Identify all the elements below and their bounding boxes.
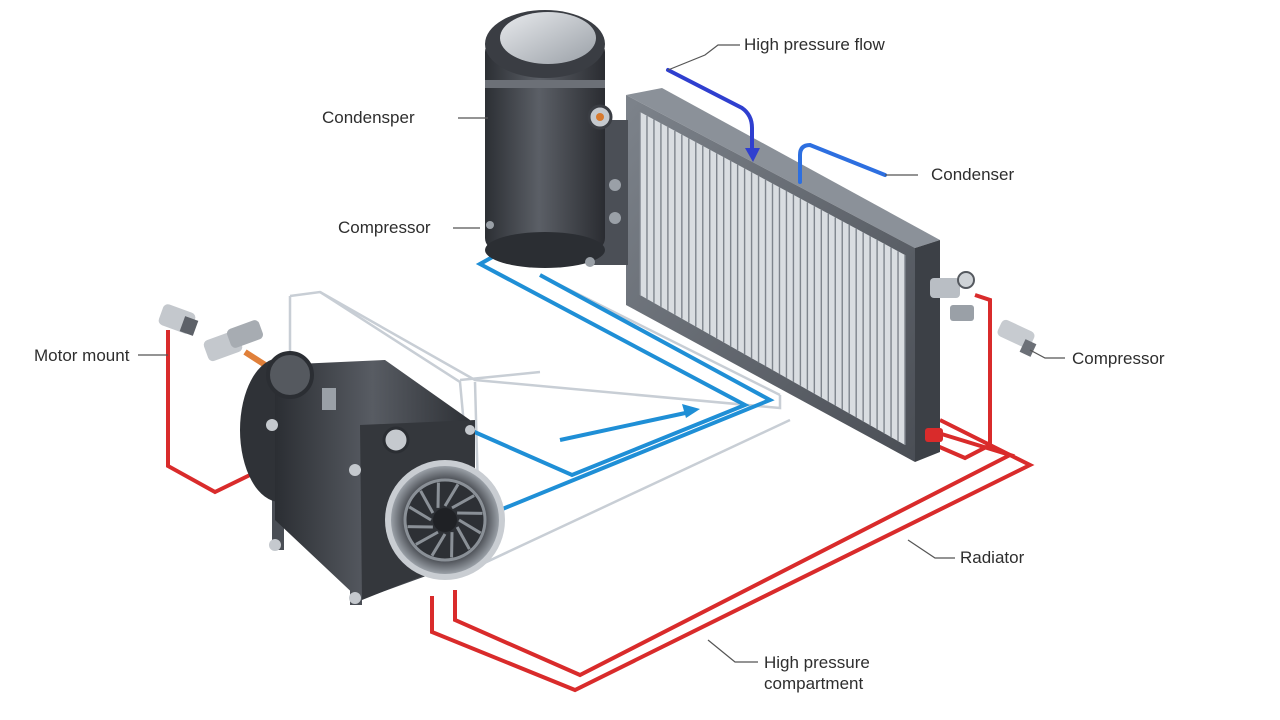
label-condenser-right: Condenser [931,165,1015,184]
pulley-spoke [451,494,475,510]
label-motor-mount: Motor mount [34,346,130,365]
pulley-spoke [408,505,432,522]
pulley-spoke [443,483,460,507]
pulley-spoke [458,518,482,535]
accumulator-canister-icon [485,10,628,268]
label-high-pressure-compartment: High pressure compartment [764,652,904,694]
label-compressor-right: Compressor [1072,349,1165,368]
pulley-spoke [430,533,447,557]
flow-arrow-icon [682,404,700,418]
label-condenser-top: Condensper [322,108,415,127]
label-high-pressure-line-1: High pressure [764,653,870,672]
pulley-spoke [415,530,439,546]
label-radiator: Radiator [960,548,1025,567]
high-pressure-lines [166,293,1035,693]
radiator-core-icon [626,88,940,462]
hose-fitting-icon [925,271,1037,442]
label-compressor-small: Compressor [338,218,431,237]
label-high-pressure-flow: High pressure flow [744,35,885,54]
inlet-arrows [666,68,887,184]
pulley-spoke [455,526,471,550]
pulley-spoke [419,490,435,514]
inlet-arrow-icon [745,148,760,162]
motor-mount-fittings [158,304,272,371]
compressor-clutch-icon [240,351,505,605]
leader-lines [138,44,1065,663]
label-high-pressure-line-2: compartment [764,674,864,693]
